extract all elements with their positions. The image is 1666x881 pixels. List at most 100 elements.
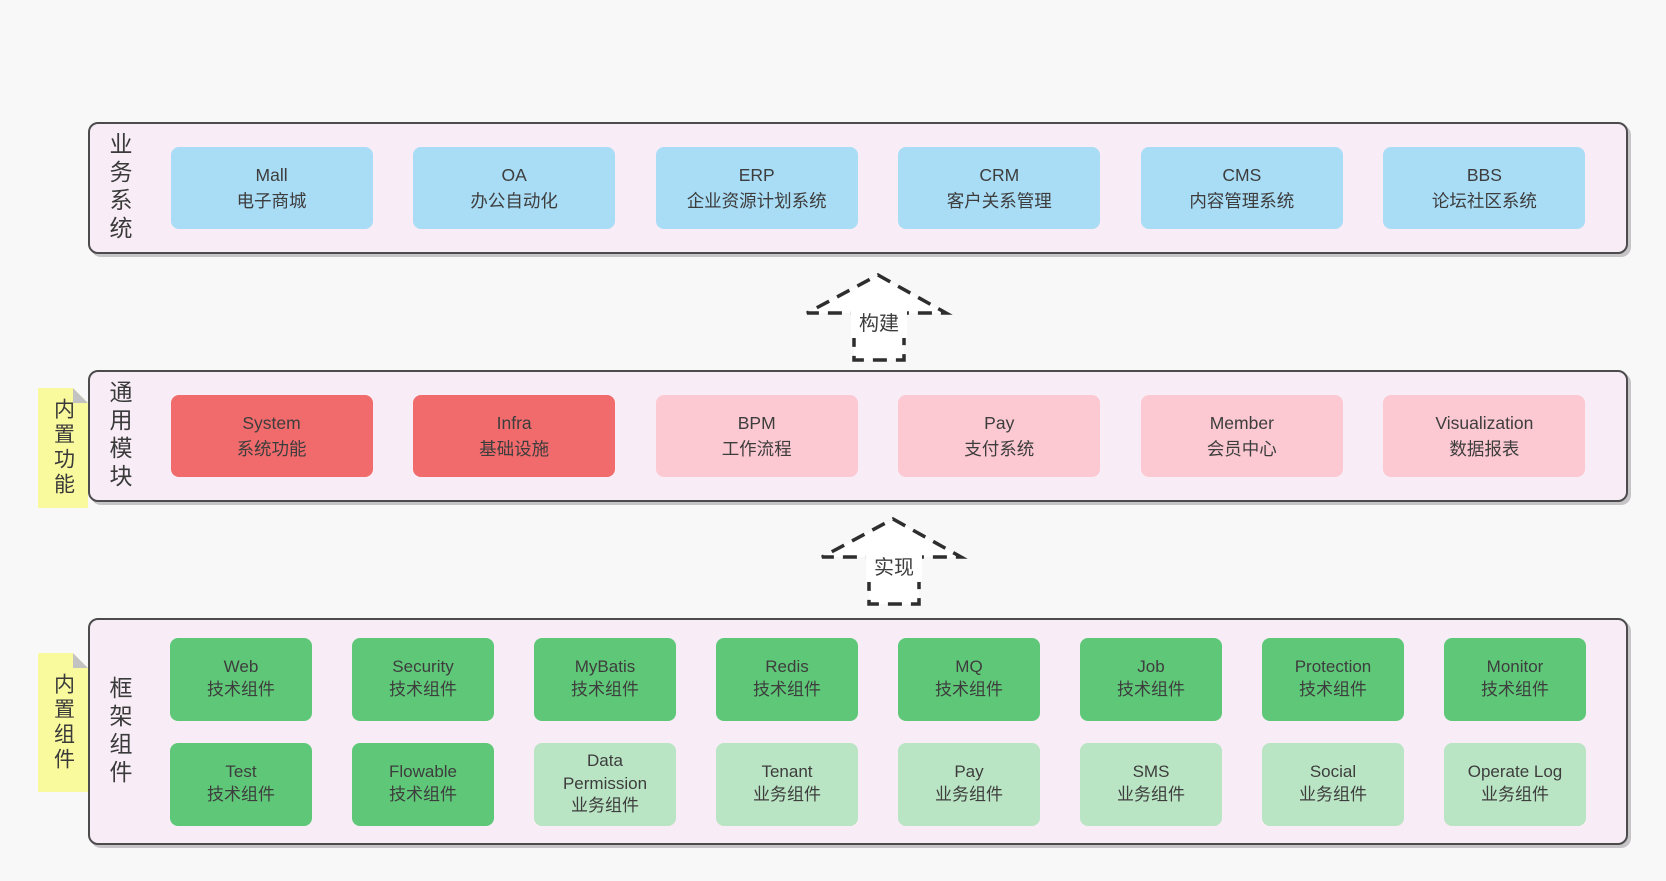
box-title: Infra: [496, 412, 532, 433]
box-subtitle: 技术组件: [389, 680, 457, 699]
framework-rows: Web 技术组件 Security 技术组件 MyBatis 技术组件 Redi…: [130, 637, 1626, 826]
box-redis: Redis 技术组件: [716, 637, 858, 721]
box-crm: CRM 客户关系管理: [898, 147, 1101, 229]
box-subtitle: 技术组件: [753, 680, 821, 699]
box-subtitle: 技术组件: [571, 680, 639, 699]
box-title: System: [242, 412, 301, 433]
box-mybatis: MyBatis 技术组件: [534, 637, 676, 721]
box-subtitle: 会员中心: [1206, 439, 1277, 459]
business-boxes-row: Mall 电子商城 OA 办公自动化 ERP 企业资源计划系统 CRM 客户关系…: [130, 147, 1626, 229]
box-member: Member 会员中心: [1140, 395, 1343, 477]
sticky-note-label: 内置功能: [51, 398, 75, 498]
box-subtitle: 业务组件: [753, 785, 821, 804]
box-title: Security: [392, 657, 454, 677]
box-subtitle: 客户关系管理: [946, 191, 1052, 211]
box-title: Pay: [954, 762, 984, 782]
box-operate-log: Operate Log 业务组件: [1444, 742, 1586, 826]
box-subtitle: 技术组件: [207, 785, 275, 804]
box-title: BPM: [737, 412, 776, 433]
box-title: Data Permission: [562, 750, 648, 793]
sticky-note-builtin-features: 内置功能: [38, 388, 88, 508]
box-title: Test: [225, 762, 257, 782]
band-business-label: 业务系统: [106, 132, 132, 244]
box-title: Protection: [1294, 657, 1372, 677]
box-cms: CMS 内容管理系统: [1140, 147, 1343, 229]
box-title: Job: [1137, 657, 1165, 677]
box-sms: SMS 业务组件: [1080, 742, 1222, 826]
box-mq: MQ 技术组件: [898, 637, 1040, 721]
box-title: OA: [501, 164, 527, 185]
box-social: Social 业务组件: [1262, 742, 1404, 826]
box-subtitle: 技术组件: [1299, 680, 1367, 699]
box-erp: ERP 企业资源计划系统: [655, 147, 858, 229]
box-bpm: BPM 工作流程: [655, 395, 858, 477]
box-security: Security 技术组件: [352, 637, 494, 721]
box-data-permission: Data Permission 业务组件: [534, 742, 676, 826]
box-subtitle: 业务组件: [1117, 785, 1185, 804]
band-business-systems: 业务系统 Mall 电子商城 OA 办公自动化 ERP 企业资源计划系统 CRM…: [88, 122, 1628, 254]
box-subtitle: 办公自动化: [470, 191, 558, 211]
box-test: Test 技术组件: [170, 742, 312, 826]
box-system: System 系统功能: [170, 395, 373, 477]
box-subtitle: 业务组件: [1299, 785, 1367, 804]
box-monitor: Monitor 技术组件: [1444, 637, 1586, 721]
box-web: Web 技术组件: [170, 637, 312, 721]
band-common-label: 通用模块: [106, 380, 132, 492]
box-subtitle: 企业资源计划系统: [686, 191, 827, 211]
box-subtitle: 内容管理系统: [1189, 191, 1295, 211]
box-mall: Mall 电子商城: [170, 147, 373, 229]
box-job: Job 技术组件: [1080, 637, 1222, 721]
band-common-modules: 通用模块 System 系统功能 Infra 基础设施 BPM 工作流程 Pay…: [88, 370, 1628, 502]
box-title: MQ: [955, 657, 983, 677]
box-title: Operate Log: [1467, 762, 1563, 782]
sticky-note-label: 内置组件: [51, 672, 75, 773]
implement-arrow-icon: 实现: [821, 517, 968, 606]
implement-arrow-label: 实现: [874, 556, 914, 579]
framework-row-1: Web 技术组件 Security 技术组件 MyBatis 技术组件 Redi…: [130, 637, 1626, 721]
box-subtitle: 基础设施: [479, 439, 550, 459]
box-tenant: Tenant 业务组件: [716, 742, 858, 826]
box-title: SMS: [1132, 762, 1170, 782]
box-title: ERP: [738, 164, 775, 185]
box-protection: Protection 技术组件: [1262, 637, 1404, 721]
box-flowable: Flowable 技术组件: [352, 742, 494, 826]
box-title: Visualization: [1435, 412, 1534, 433]
box-subtitle: 系统功能: [236, 439, 307, 459]
box-oa: OA 办公自动化: [413, 147, 616, 229]
box-title: Web: [223, 657, 259, 677]
box-subtitle: 业务组件: [935, 785, 1003, 804]
framework-row-2: Test 技术组件 Flowable 技术组件 Data Permission …: [130, 742, 1626, 826]
sticky-note-builtin-components: 内置组件: [38, 653, 88, 792]
box-title: Tenant: [761, 762, 813, 782]
common-boxes-row: System 系统功能 Infra 基础设施 BPM 工作流程 Pay 支付系统…: [130, 395, 1626, 477]
box-subtitle: 技术组件: [389, 785, 457, 804]
box-title: MyBatis: [574, 657, 636, 677]
box-title: CMS: [1222, 164, 1262, 185]
box-title: Redis: [765, 657, 809, 677]
box-subtitle: 支付系统: [964, 439, 1035, 459]
box-subtitle: 电子商城: [236, 191, 307, 211]
box-subtitle: 论坛社区系统: [1431, 191, 1537, 211]
box-subtitle: 数据报表: [1449, 439, 1520, 459]
box-title: Member: [1209, 412, 1274, 433]
box-title: Pay: [984, 412, 1015, 433]
box-title: Monitor: [1486, 657, 1544, 677]
box-subtitle: 技术组件: [935, 680, 1003, 699]
box-title: BBS: [1466, 164, 1502, 185]
box-subtitle: 业务组件: [1481, 785, 1549, 804]
band-framework-components: 框架组件 Web 技术组件 Security 技术组件 MyBatis 技术组件…: [88, 618, 1628, 845]
box-title: Mall: [255, 164, 288, 185]
box-title: CRM: [979, 164, 1020, 185]
box-subtitle: 技术组件: [207, 680, 275, 699]
build-arrow-label: 构建: [859, 312, 899, 335]
box-visualization: Visualization 数据报表: [1383, 395, 1586, 477]
box-title: Social: [1309, 762, 1357, 782]
box-title: Flowable: [388, 762, 458, 782]
band-framework-label: 框架组件: [106, 675, 132, 788]
box-pay-module: Pay 支付系统: [898, 395, 1101, 477]
box-subtitle: 技术组件: [1117, 680, 1185, 699]
box-subtitle: 业务组件: [571, 796, 639, 816]
box-subtitle: 工作流程: [721, 439, 792, 459]
box-infra: Infra 基础设施: [413, 395, 616, 477]
box-subtitle: 技术组件: [1481, 680, 1549, 699]
